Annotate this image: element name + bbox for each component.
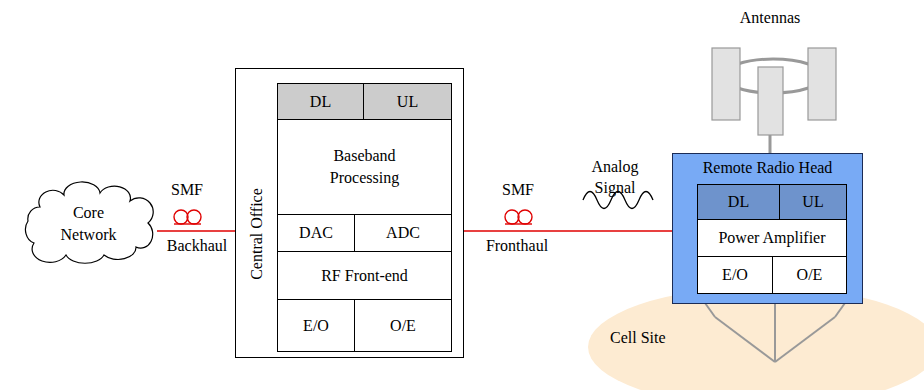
block-cell: O/E: [772, 256, 847, 294]
block-cell: E/O: [277, 299, 355, 352]
cell-text: E/O: [722, 264, 748, 286]
fiber-coil: [174, 210, 201, 224]
block-cell: E/O: [697, 256, 773, 294]
area-label: Cell Site: [610, 327, 666, 349]
cell-text: E/O: [303, 315, 329, 337]
remote-radio-head-box: Remote Radio HeadDL UL Power AmplifierE/O O…: [672, 153, 863, 304]
cell-text: UL: [802, 191, 823, 213]
block-cell: Power Amplifier: [697, 219, 847, 257]
cell-text: UL: [397, 91, 418, 113]
fiber-link: [157, 230, 235, 231]
cloud-outline: [20, 185, 157, 262]
cell-text: Baseband Processing: [306, 145, 424, 188]
block-cell: O/E: [354, 299, 452, 352]
antenna-array: [712, 48, 836, 153]
vertical-heading: Central Office: [246, 188, 268, 280]
annotation-label: Analog Signal: [579, 157, 651, 199]
block-cell: ADC: [354, 214, 452, 252]
block-cell: UL: [779, 184, 847, 220]
cloud-node: Core Network: [20, 185, 157, 262]
cell-text: DL: [310, 91, 331, 113]
annotation-label: SMF: [171, 180, 203, 201]
block-cell: DAC: [277, 214, 355, 252]
cell-text: DAC: [299, 222, 333, 244]
cell-text: O/E: [390, 315, 416, 337]
cell-text: ADC: [386, 222, 420, 244]
node-title: Remote Radio Head: [673, 157, 862, 179]
annotation-label: Antennas: [740, 8, 800, 29]
cell-text: Power Amplifier: [718, 227, 825, 249]
fiber-coil: [505, 210, 532, 224]
block-cell: UL: [363, 83, 452, 120]
block-cell: DL: [697, 184, 780, 220]
cell-text: O/E: [797, 264, 823, 286]
link-label: Backhaul: [167, 236, 227, 257]
annotation-label: SMF: [502, 180, 534, 201]
node-title: Core Network: [53, 202, 125, 245]
link-label: Fronthaul: [486, 236, 548, 257]
block-cell: DL: [277, 83, 364, 120]
block-cell: Baseband Processing: [277, 119, 452, 215]
cell-text: DL: [728, 191, 749, 213]
fiber-link: [464, 230, 672, 231]
block-cell: RF Front-end: [277, 251, 452, 300]
cell-text: RF Front-end: [321, 265, 408, 287]
central-office-box: Central Office DL UL Baseband ProcessingDAC…: [235, 68, 464, 358]
